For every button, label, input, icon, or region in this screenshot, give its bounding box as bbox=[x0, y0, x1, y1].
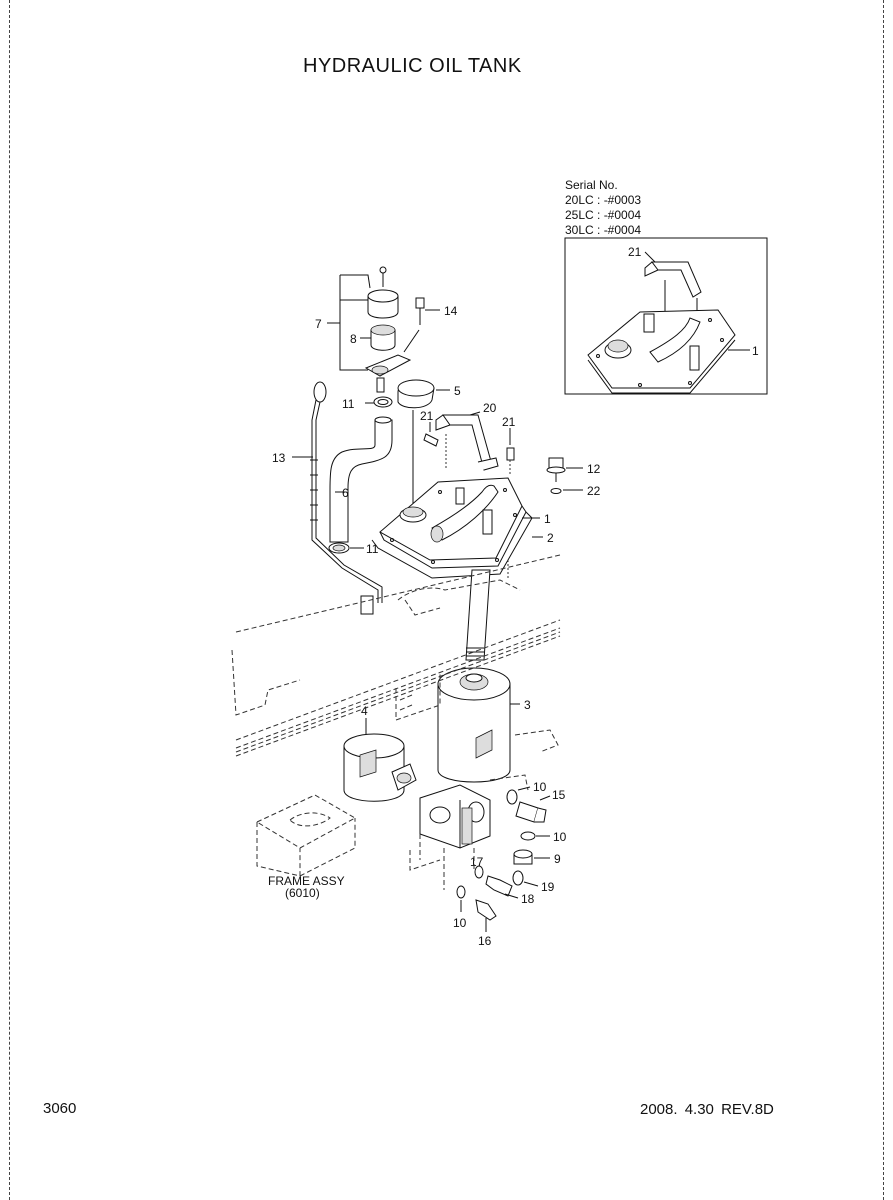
callout-7: 7 bbox=[315, 317, 322, 331]
frame-label-line2: (6010) bbox=[285, 886, 320, 900]
inset-box bbox=[564, 237, 768, 395]
hose-lines bbox=[419, 834, 475, 890]
right-border bbox=[883, 0, 884, 1200]
o-ring-10-a bbox=[506, 789, 518, 805]
callout-20: 20 bbox=[483, 401, 497, 415]
inset-callout-21: 21 bbox=[628, 245, 642, 259]
strainer bbox=[343, 733, 417, 802]
callout-10-a: 10 bbox=[533, 780, 547, 794]
washer-22 bbox=[550, 488, 562, 494]
callout-8: 8 bbox=[350, 332, 357, 346]
o-ring-10-b bbox=[520, 831, 536, 841]
callout-3: 3 bbox=[524, 698, 531, 712]
serial-heading: Serial No. bbox=[565, 178, 618, 192]
callout-14: 14 bbox=[444, 304, 458, 318]
hose-assembly bbox=[328, 396, 393, 554]
tank-body-outline bbox=[231, 554, 561, 871]
serial-line-30lc: 30LC : -#0004 bbox=[565, 223, 642, 237]
return-filter bbox=[437, 667, 511, 783]
inset-tank-cover bbox=[587, 309, 736, 394]
filler-cap bbox=[397, 379, 435, 512]
elbow-18 bbox=[485, 875, 513, 897]
o-ring-10-c bbox=[456, 885, 466, 899]
manifold-block bbox=[419, 784, 491, 849]
callout-17: 17 bbox=[470, 855, 484, 869]
connector-16 bbox=[475, 899, 497, 921]
callout-21-left: 21 bbox=[420, 409, 434, 423]
suction-pipe bbox=[465, 560, 509, 661]
callout-12: 12 bbox=[587, 462, 601, 476]
o-ring-19 bbox=[512, 870, 524, 886]
callout-10-c: 10 bbox=[453, 916, 467, 930]
callout-21-right: 21 bbox=[502, 415, 516, 429]
bolt-21-left bbox=[423, 433, 439, 447]
callout-18: 18 bbox=[521, 892, 535, 906]
o-ring-17 bbox=[474, 865, 484, 879]
callout-15: 15 bbox=[552, 788, 566, 802]
callout-16: 16 bbox=[478, 934, 492, 948]
callout-4: 4 bbox=[361, 704, 368, 718]
serial-line-25lc: 25LC : -#0004 bbox=[565, 208, 642, 222]
callout-11-upper: 11 bbox=[342, 397, 355, 411]
callout-6: 6 bbox=[342, 486, 349, 500]
serial-line-20lc: 20LC : -#0003 bbox=[565, 193, 642, 207]
frame-assy bbox=[255, 794, 357, 877]
frame-label-line1: FRAME ASSY bbox=[268, 874, 345, 888]
bolt-21-right bbox=[506, 447, 515, 475]
callout-13: 13 bbox=[272, 451, 286, 465]
callout-22: 22 bbox=[587, 484, 601, 498]
inset-callout-1: 1 bbox=[752, 344, 759, 358]
bolt-12 bbox=[546, 457, 566, 482]
callout-9: 9 bbox=[554, 852, 561, 866]
bracket-20 bbox=[435, 414, 499, 471]
page-title: HYDRAULIC OIL TANK bbox=[303, 55, 522, 77]
plug-9 bbox=[513, 849, 533, 865]
breather-assembly bbox=[364, 266, 425, 393]
left-border bbox=[9, 0, 10, 1200]
callout-19: 19 bbox=[541, 880, 555, 894]
callout-10-b: 10 bbox=[553, 830, 567, 844]
page-number: 3060 bbox=[43, 1100, 77, 1117]
tank-cover bbox=[371, 477, 533, 579]
callout-5: 5 bbox=[454, 384, 461, 398]
callout-1: 1 bbox=[544, 512, 551, 526]
callout-11-lower: 11 bbox=[366, 542, 379, 556]
connector-15 bbox=[515, 801, 547, 823]
revision-date: 2008. 4.30 REV.8D bbox=[640, 1101, 774, 1118]
callout-2: 2 bbox=[547, 531, 554, 545]
